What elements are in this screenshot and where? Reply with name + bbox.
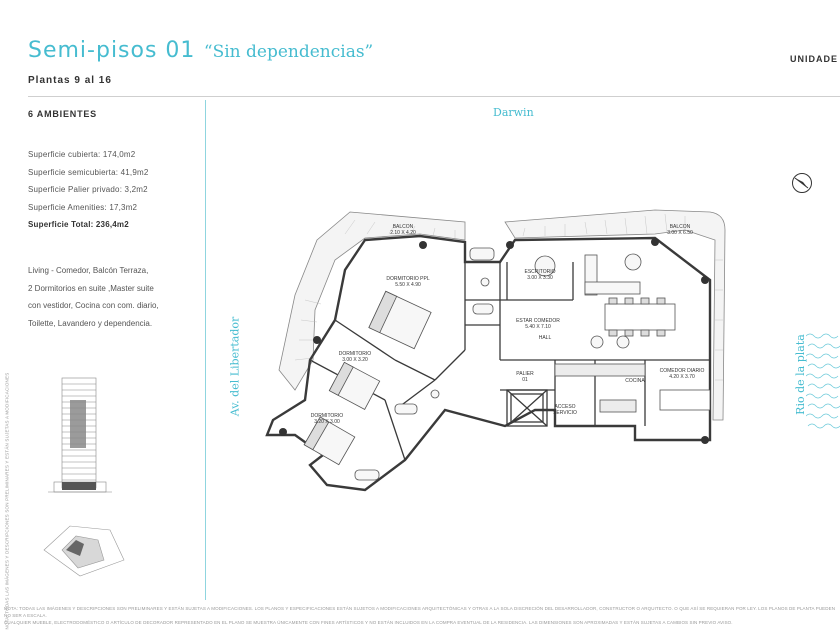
room-label: HALL	[539, 335, 552, 341]
room-dims: 3.00 X 6.50	[667, 230, 693, 236]
water-wave-pattern	[806, 333, 840, 429]
elevator-core	[506, 389, 548, 427]
room-label: ESTAR COMEDOR	[516, 318, 560, 324]
footer-disclaimer: NOTA: TODAS LAS IMÁGENES Y DESCRIPCIONES…	[4, 605, 836, 626]
vertical-disclaimer: NOTA: TODAS LAS IMÁGENES Y DESCRIPCIONES…	[4, 372, 10, 630]
building-elevation-thumbnail	[48, 377, 112, 493]
room-label: ESCRITORIO	[524, 269, 555, 275]
room-dims: 3.00 X 3.30	[527, 275, 553, 281]
title-main: Semi-pisos 01	[28, 38, 196, 63]
terrace-deck-left	[278, 211, 466, 391]
ambientes-label: 6 AMBIENTES	[28, 109, 97, 119]
street-label-right: Rio de la plata	[793, 334, 807, 415]
room-label: PALIER	[516, 371, 534, 377]
title-subtitle: “Sin dependencias”	[203, 42, 374, 62]
desc-line: con vestidor, Cocina con com. diario,	[28, 301, 159, 310]
room-label: COCINA	[625, 378, 645, 384]
desc-line: Living - Comedor, Balcón Terraza,	[28, 266, 149, 275]
spec-amenities: Superficie Amenities: 17,3m2	[28, 202, 138, 212]
room-label: DORMITORIO	[339, 351, 372, 357]
room-dims: SERVICIO	[553, 410, 577, 416]
street-label-left: Av. del Libertador	[228, 316, 242, 417]
terrace-deck-right	[504, 209, 726, 421]
footer-line: CUALQUIER MUEBLE, ELECTRODOMÉSTICO O ART…	[4, 620, 733, 625]
room-dims: 4.20 X 3.70	[669, 374, 695, 380]
room-dims: 5.50 X 4.90	[395, 282, 421, 288]
site-plan-thumbnail	[43, 525, 125, 577]
spec-total: Superficie Total: 236,4m2	[28, 220, 129, 229]
north-arrow-icon	[792, 173, 812, 193]
panel-divider	[205, 100, 206, 600]
room-label: BALCON	[670, 224, 691, 230]
unit-description: Living - Comedor, Balcón Terraza, 2 Dorm…	[28, 262, 198, 332]
spec-cubierta: Superficie cubierta: 174,0m2	[28, 150, 136, 159]
room-label: ACCESO	[554, 404, 575, 410]
header-divider	[28, 96, 840, 97]
room-dims: 5.40 X 7.10	[525, 324, 551, 330]
spec-palier: Superficie Palier privado: 3,2m2	[28, 185, 148, 194]
surface-specs: Superficie cubierta: 174,0m2 Superficie …	[28, 146, 148, 234]
room-label: DORMITORIO	[311, 413, 344, 419]
room-dims: 3.20 X 3.00	[314, 419, 340, 425]
room-dims: 01	[522, 377, 528, 383]
footer-line: NOTA: TODAS LAS IMÁGENES Y DESCRIPCIONES…	[4, 606, 836, 618]
plan-title: Semi-pisos 01 “Sin dependencias”	[28, 38, 373, 63]
street-label-top: Darwin	[493, 106, 534, 119]
desc-line: 2 Dormitorios en suite ,Master suite	[28, 283, 154, 293]
room-dims: 3.00 X 3.20	[342, 357, 368, 363]
room-label: DORMITORIO PPL	[386, 276, 429, 282]
floor-plan: BALCON 2.10 X 4.20 DORMITORIO PPL 5.50 X…	[265, 209, 726, 492]
room-dims: 2.10 X 4.20	[390, 230, 416, 236]
room-label: BALCON	[393, 224, 414, 230]
floors-label: Plantas 9 al 16	[28, 75, 112, 86]
desc-line: Toilette, Lavandero y dependencia.	[28, 318, 153, 328]
room-label: COMEDOR DIARIO	[660, 368, 705, 374]
spec-semicubierta: Superficie semicubierta: 41,9m2	[28, 167, 149, 177]
unit-label: UNIDADE	[790, 54, 839, 64]
